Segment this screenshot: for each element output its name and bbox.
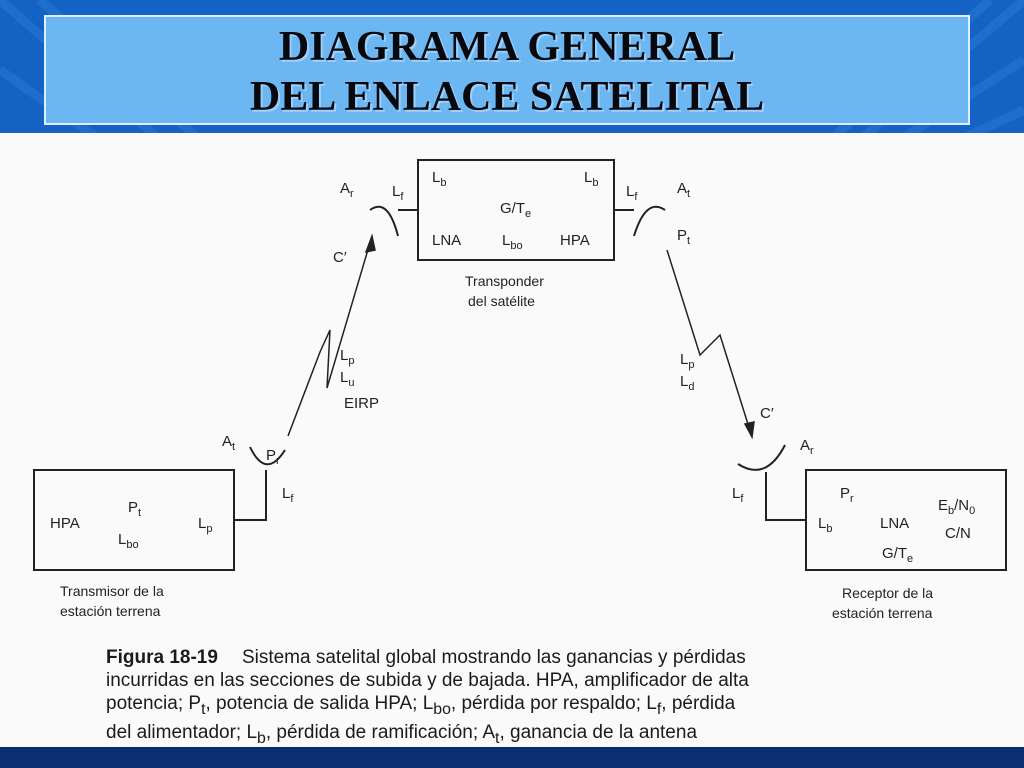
uplink-eirp: EIRP bbox=[344, 395, 379, 412]
bottom-bar bbox=[0, 747, 1024, 768]
rx-gte: G/Te bbox=[882, 545, 913, 565]
sat-tx-pt: Pt bbox=[677, 227, 690, 247]
tx-pt: Pt bbox=[128, 499, 141, 519]
rx-lna: LNA bbox=[880, 515, 909, 532]
title-line-1: DIAGRAMA GENERAL bbox=[278, 24, 736, 70]
rx-lb: Lb bbox=[818, 515, 832, 535]
uplink-lp: Lp bbox=[340, 347, 354, 367]
caption-line-3: potencia; Pt, potencia de salida HPA; Lb… bbox=[106, 693, 736, 718]
sat-rx-lf: Lf bbox=[392, 183, 404, 203]
tx-lf: Lf bbox=[282, 485, 294, 505]
downlink-signal-path bbox=[666, 249, 753, 438]
uplink-c-prime: C′ bbox=[333, 249, 347, 266]
downlink-lp: Lp bbox=[680, 351, 694, 371]
sat-tx-at: At bbox=[677, 180, 690, 200]
title-line-2: DEL ENLACE SATELITAL bbox=[249, 74, 765, 120]
rx-ar: Ar bbox=[800, 437, 814, 457]
sat-tx-lf: Lf bbox=[626, 183, 638, 203]
transponder-lbo: Lbo bbox=[502, 232, 523, 252]
transponder-hpa: HPA bbox=[560, 232, 590, 249]
transponder-lb-left: Lb bbox=[432, 169, 446, 189]
rx-caption-2: estación terrena bbox=[832, 605, 933, 621]
uplink-signal-path bbox=[287, 235, 373, 437]
transponder-caption-1: Transponder bbox=[465, 273, 544, 289]
downlink-ld: Ld bbox=[680, 373, 694, 393]
tx-lbo: Lbo bbox=[118, 531, 139, 551]
figure-label: Figura 18-19 bbox=[106, 647, 218, 668]
rx-pr: Pr bbox=[840, 485, 854, 505]
transponder-gte: G/Te bbox=[500, 200, 531, 220]
transponder-lb-right: Lb bbox=[584, 169, 598, 189]
transmitter-antenna-dish bbox=[249, 446, 286, 466]
sat-rx-antenna-dish bbox=[369, 205, 399, 237]
sat-tx-antenna-dish bbox=[633, 205, 666, 237]
receiver-feed-line bbox=[765, 472, 806, 521]
transmitter-feed-line bbox=[234, 470, 267, 521]
tx-caption-2: estación terrena bbox=[60, 603, 161, 619]
rx-eb-n0: Eb/N0 bbox=[938, 497, 975, 517]
tx-hpa: HPA bbox=[50, 515, 80, 532]
tx-lp: Lp bbox=[198, 515, 212, 535]
slide-title: DIAGRAMA GENERAL DEL ENLACE SATELITAL bbox=[44, 15, 970, 125]
tx-pr: Pr bbox=[266, 447, 280, 467]
sat-rx-ar: Ar bbox=[340, 180, 354, 200]
uplink-arrowhead bbox=[364, 233, 376, 254]
caption-line-2: incurridas en las secciones de subida y … bbox=[106, 670, 749, 691]
rx-lf: Lf bbox=[732, 485, 744, 505]
receiver-antenna-dish bbox=[737, 444, 786, 471]
diagram-panel bbox=[0, 133, 1024, 747]
tx-caption-1: Transmisor de la bbox=[60, 583, 164, 599]
transponder-lna: LNA bbox=[432, 232, 461, 249]
rx-cn: C/N bbox=[945, 525, 971, 542]
downlink-arrowhead bbox=[743, 421, 755, 440]
uplink-lu: Lu bbox=[340, 369, 354, 389]
caption-line-4: del alimentador; Lb, pérdida de ramifica… bbox=[106, 721, 698, 747]
downlink-c-prime: C′ bbox=[760, 405, 774, 422]
transponder-caption-2: del satélite bbox=[468, 293, 535, 309]
rx-caption-1: Receptor de la bbox=[842, 585, 933, 601]
tx-at: At bbox=[222, 433, 235, 453]
